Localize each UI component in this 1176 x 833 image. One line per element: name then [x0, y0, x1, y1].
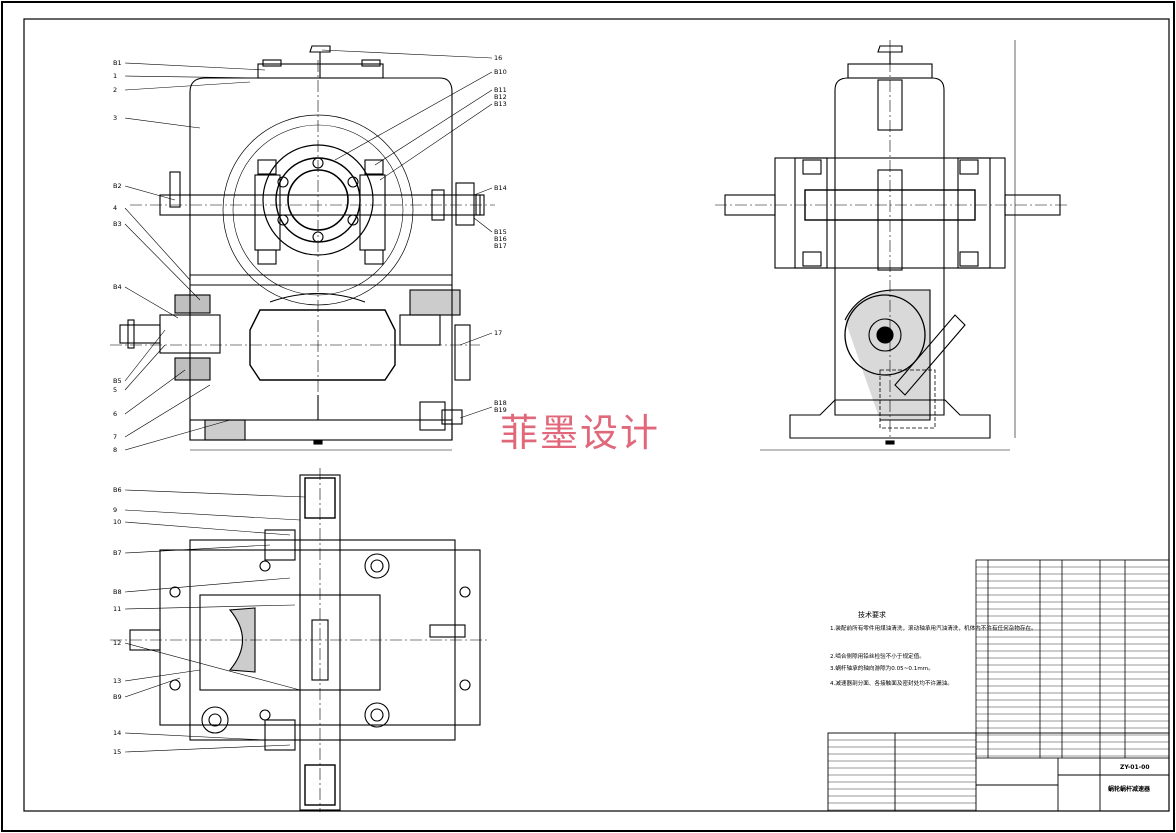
label-B18: B18: [494, 399, 507, 407]
label-10: 10: [113, 518, 121, 526]
label-B3: B3: [113, 220, 122, 228]
label-B4: B4: [113, 283, 122, 291]
parts-list: [975, 559, 1170, 759]
label-11: 11: [113, 605, 121, 613]
label-13: 13: [113, 677, 121, 685]
notes-line-4: 4.减速器剖分面、各接触面及密封处均不许漏油。: [830, 679, 953, 687]
label-B8: B8: [113, 588, 122, 596]
label-B13: B13: [494, 100, 507, 108]
label-5: 5: [113, 386, 117, 394]
title-block: [827, 732, 1170, 812]
plan-view: [110, 468, 490, 812]
label-4: 4: [113, 204, 117, 212]
label-B16: B16: [494, 235, 507, 243]
label-B14: B14: [494, 184, 507, 192]
front-leaders: [124, 49, 493, 451]
plan-labels: B6 9 10 B7 B8 11 12 13 B9 14 15: [113, 486, 122, 756]
notes-line-3: 3.蜗杆轴承的轴向游隙为0.05~0.1mm。: [830, 664, 934, 672]
label-B2: B2: [113, 182, 122, 190]
label-16: 16: [494, 54, 502, 62]
label-9: 9: [113, 506, 117, 514]
label-2: 2: [113, 86, 117, 94]
notes-line-2: 2.啮合侧隙用铅丝检验不小于规定值。: [830, 652, 925, 660]
technical-notes: 技术要求 1.装配前所有零件用煤油清洗，滚动轴承用汽油清洗，机体内不许有任何杂物…: [830, 610, 1037, 687]
label-14: 14: [113, 729, 121, 737]
drawing-number: ZY-01-00: [1120, 764, 1150, 771]
right-labels: 16 B10 B11 B12 B13 B14 B15 B16 B17 17 B1…: [494, 54, 507, 414]
label-3: 3: [113, 114, 117, 122]
label-B15: B15: [494, 228, 507, 236]
label-17: 17: [494, 329, 502, 337]
title-block-grid: [828, 739, 976, 811]
label-8: 8: [113, 446, 117, 454]
label-6: 6: [113, 410, 117, 418]
label-B1: B1: [113, 59, 122, 67]
watermark: 菲墨设计: [500, 411, 661, 455]
side-view: [715, 40, 1070, 451]
label-B5: B5: [113, 377, 122, 385]
label-B17: B17: [494, 242, 507, 250]
plan-leaders: [124, 489, 306, 753]
label-B9: B9: [113, 693, 122, 701]
label-B11: B11: [494, 86, 507, 94]
label-B6: B6: [113, 486, 122, 494]
front-view: [110, 45, 495, 451]
label-B12: B12: [494, 93, 507, 101]
label-12: 12: [113, 639, 121, 647]
drawing-title: 蜗轮蜗杆减速器: [1108, 785, 1151, 793]
label-15: 15: [113, 748, 121, 756]
notes-title: 技术要求: [858, 610, 886, 619]
label-B19: B19: [494, 406, 507, 414]
left-labels: B1 1 2 3 B2 4 B3 B4 B5 5 6 7 8: [113, 59, 122, 454]
notes-line-1: 1.装配前所有零件用煤油清洗，滚动轴承用汽油清洗，机体内不许有任何杂物存在。: [830, 624, 1037, 632]
parts-list-rows: [976, 566, 1169, 757]
inner-border: [23, 18, 1170, 812]
label-1: 1: [113, 72, 117, 80]
label-7: 7: [113, 433, 117, 441]
label-B7: B7: [113, 549, 122, 557]
label-B10: B10: [494, 68, 507, 76]
